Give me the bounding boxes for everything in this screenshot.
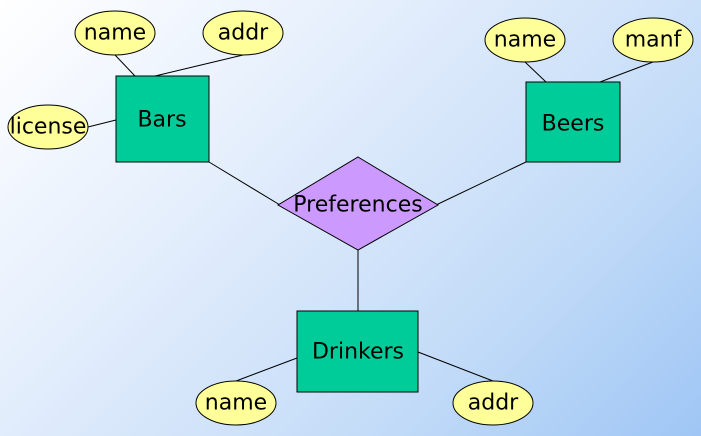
attribute-label: addr [218,21,269,46]
attribute-label: name [84,21,146,46]
beers-name-line [524,61,547,83]
entity-drinkers[interactable]: Drinkers [296,310,419,393]
attribute-bars-name[interactable]: name [74,10,156,56]
attribute-label: manf [625,28,683,53]
relationship-preferences[interactable]: Preferences [277,156,439,251]
attribute-beers-name[interactable]: name [484,17,566,63]
attribute-label: name [494,28,556,53]
drinkers-addr-line [417,351,494,382]
attribute-label: addr [468,391,519,416]
attribute-drinkers-name[interactable]: name [195,380,277,426]
relationship-preferences-label: Preferences [293,193,422,218]
bars-license-line [87,119,117,128]
bars-preferences-line [208,161,281,206]
entity-bars-label: Bars [137,108,186,133]
attribute-bars-license[interactable]: license [7,104,89,150]
beers-manf-line [599,61,654,83]
entity-bars[interactable]: Bars [115,75,210,163]
attribute-label: name [205,391,267,416]
attribute-label: license [10,115,87,140]
attribute-bars-addr[interactable]: addr [202,10,284,56]
entity-beers-label: Beers [542,112,605,137]
drinkers-name-line [235,357,298,382]
attribute-beers-manf[interactable]: manf [612,17,694,63]
attribute-drinkers-addr[interactable]: addr [452,380,534,426]
bars-name-line [114,54,136,77]
beers-preferences-line [435,161,527,206]
entity-beers[interactable]: Beers [525,81,621,163]
connectors [87,54,654,382]
bars-addr-line [154,54,244,77]
entity-drinkers-label: Drinkers [312,340,404,365]
